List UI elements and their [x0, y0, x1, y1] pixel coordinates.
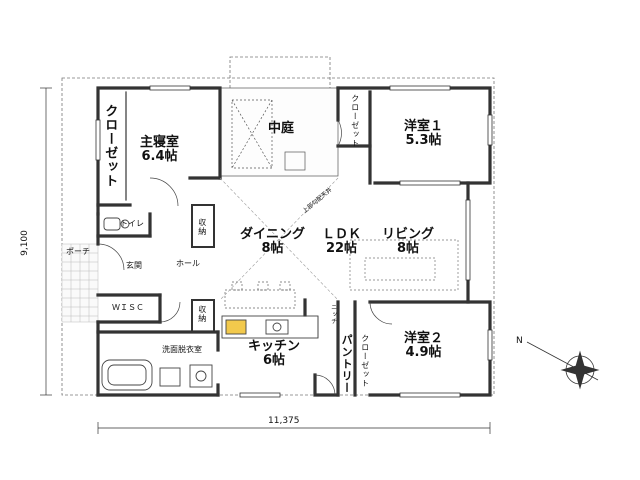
ceiling-lines — [219, 177, 339, 301]
ldk-size: 22帖 — [325, 241, 358, 257]
closet-big-label: クローゼット — [102, 104, 118, 188]
washroom-label: 洗面脱衣室 — [162, 345, 202, 354]
western-room-1-name: 洋室１ — [404, 119, 444, 134]
western-room-2-label: 洋室２ 4.9帖 — [404, 331, 444, 361]
porch-label: ポーチ — [66, 247, 90, 256]
courtyard-label: 中庭 — [268, 121, 295, 136]
western-room-1-size: 5.3帖 — [405, 133, 442, 149]
niche-label: ニッチ — [329, 304, 337, 325]
master-bedroom-label: 主寝室 6.4帖 — [140, 135, 180, 165]
doors — [97, 119, 393, 396]
living-size: 8帖 — [396, 241, 420, 257]
courtyard-area — [219, 87, 339, 177]
master-bedroom-size: 6.4帖 — [141, 149, 178, 165]
master-bedroom-name: 主寝室 — [140, 135, 180, 150]
western-room-2-name: 洋室２ — [404, 331, 444, 346]
ldk-name: ＬＤＫ — [322, 227, 362, 242]
dining-label: ダイニング 8帖 — [240, 227, 306, 257]
living-sofa — [349, 239, 459, 291]
western-room-1-label: 洋室１ 5.3帖 — [404, 119, 444, 149]
compass-north-label: N — [516, 336, 523, 346]
kitchen-name: キッチン — [248, 339, 301, 354]
width-dimension: 11,375 — [268, 416, 300, 426]
living-label: リビング 8帖 — [382, 227, 435, 257]
dining-name: ダイニング — [240, 227, 306, 242]
closet-room1-label: クローゼット — [350, 94, 360, 148]
hall-label: ホール — [176, 259, 200, 268]
pantry-label: パントリー — [340, 334, 354, 394]
wic-label: ＷＩＳＣ — [112, 303, 144, 312]
windows — [95, 85, 493, 398]
western-room-2-size: 4.9帖 — [405, 345, 442, 361]
storage-2-label: 収納 — [197, 305, 207, 323]
living-name: リビング — [382, 227, 435, 242]
closet-room2-label: クローゼット — [360, 334, 370, 388]
dining-size: 8帖 — [261, 241, 284, 257]
dining-table — [224, 281, 296, 309]
height-dimension: 9,100 — [19, 230, 30, 256]
kitchen-size: 6帖 — [262, 353, 286, 369]
kitchen-counter — [221, 315, 319, 339]
compass-rose-icon — [526, 341, 600, 390]
dimension-lines — [40, 87, 491, 434]
storage-1-label: 収納 — [197, 218, 207, 236]
toilet-label: トイレ — [120, 219, 144, 228]
ldk-label: ＬＤＫ 22帖 — [322, 227, 362, 257]
entrance-label: 玄関 — [126, 261, 142, 270]
bath-fixtures — [101, 217, 213, 391]
porch-tiles — [61, 243, 99, 323]
kitchen-label: キッチン 6帖 — [248, 339, 301, 369]
